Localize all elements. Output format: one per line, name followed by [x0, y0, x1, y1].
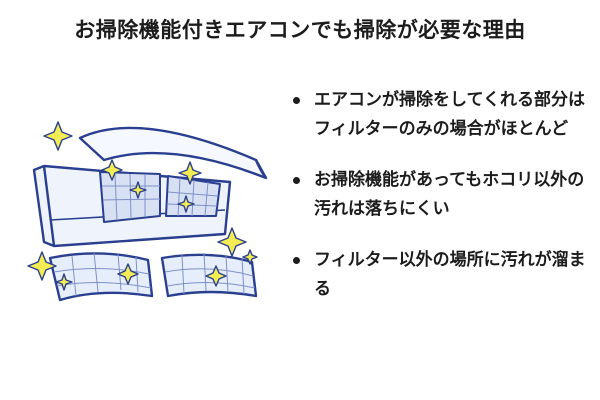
- reason-text: お掃除機能があってもホコリ以外の汚れは落ちにくい: [314, 170, 585, 219]
- bullet-icon: [293, 257, 300, 264]
- inner-mesh: [102, 173, 219, 221]
- reason-text: エアコンが掃除をしてくれる部分はフィルターのみの場合がほとんど: [314, 90, 585, 139]
- aircon-cleaning-illustration: [27, 121, 268, 302]
- sparkle-icon: [55, 273, 73, 291]
- sparkle-icon: [117, 263, 139, 285]
- sparkle-icon: [177, 195, 195, 213]
- reason-item: お掃除機能があってもホコリ以外の汚れは落ちにくい: [290, 166, 590, 224]
- sparkle-icon: [178, 161, 202, 185]
- sparkle-icon: [43, 121, 73, 151]
- reason-item: エアコンが掃除をしてくれる部分はフィルターのみの場合がほとんど: [290, 86, 590, 144]
- reason-item: フィルター以外の場所に汚れが溜まる: [290, 246, 590, 304]
- reason-list: エアコンが掃除をしてくれる部分はフィルターのみの場合がほとんど お掃除機能があっ…: [290, 86, 590, 326]
- removed-mesh: [53, 252, 256, 297]
- page-title: お掃除機能付きエアコンでも掃除が必要な理由: [74, 18, 526, 42]
- sparkle-icon: [205, 265, 227, 287]
- sparkle-icon: [101, 159, 123, 181]
- sparkle-icon: [242, 249, 258, 265]
- sparkle-icon: [27, 251, 57, 281]
- bullet-icon: [293, 177, 300, 184]
- sparkle-icon: [129, 181, 147, 199]
- sparkle-icon: [217, 227, 247, 257]
- bullet-icon: [293, 97, 300, 104]
- reason-text: フィルター以外の場所に汚れが溜まる: [314, 250, 586, 299]
